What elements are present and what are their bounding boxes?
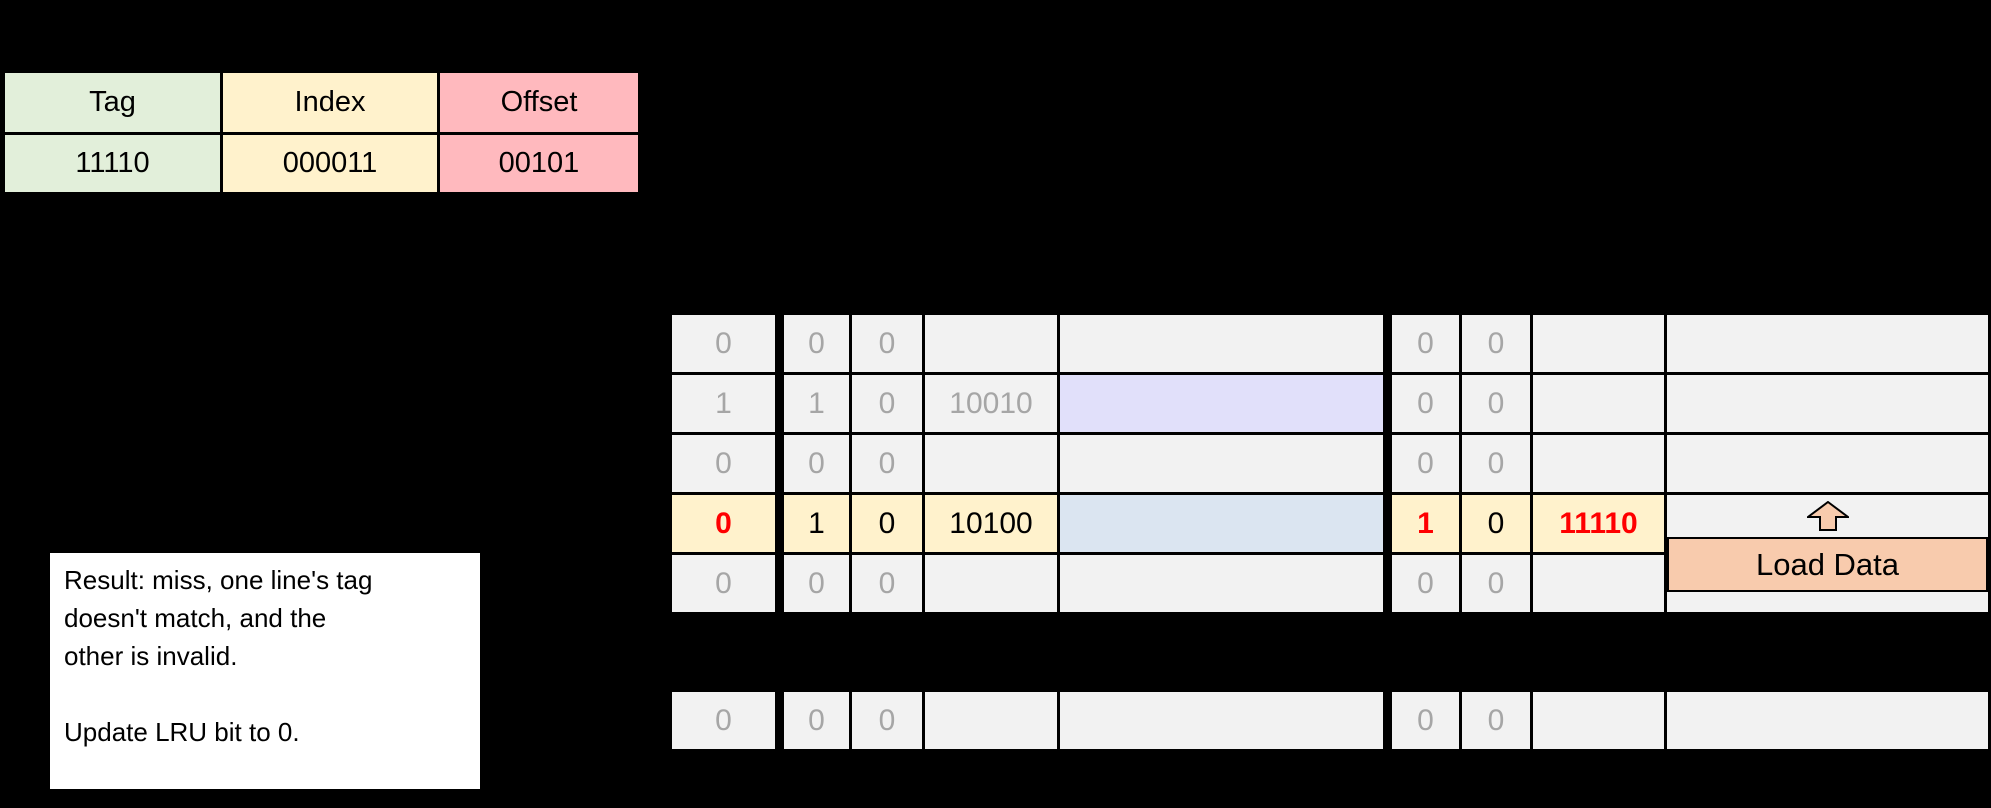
data-cell [1060,315,1383,372]
tag-cell [925,692,1057,749]
tag-cell: 10010 [925,375,1057,432]
dirty-bit-cell: 0 [852,375,922,432]
dirty-bit-cell: 0 [852,435,922,492]
tag-cell [1533,555,1664,612]
data-cell [1667,435,1988,492]
cache-table-last-set: 0 0 0 0 0 [672,692,1988,752]
result-note-box: Result: miss, one line's tag doesn't mat… [50,553,480,789]
tag-cell [1533,692,1664,749]
lru-bit-cell: 1 [672,375,775,432]
address-breakdown-table: Tag Index Offset 11110 000011 00101 [5,73,638,195]
data-cell [1060,555,1383,612]
valid-bit-cell: 0 [784,692,849,749]
lru-bit-cell: 0 [672,435,775,492]
load-data-button[interactable]: Load Data [1667,537,1988,592]
note-line [64,675,470,713]
valid-bit-cell: 0 [1392,375,1459,432]
valid-bit-cell: 0 [784,435,849,492]
lru-bit-cell: 0 [672,555,775,612]
data-cell [1060,692,1383,749]
offset-field-value: 00101 [440,135,638,192]
tag-field-value: 11110 [5,135,220,192]
cache-table: 0 0 0 0 0 1 1 0 10010 0 0 0 0 0 0 0 0 1 … [672,315,1988,615]
valid-bit-cell: 0 [1392,315,1459,372]
valid-bit-cell: 0 [1392,435,1459,492]
set-row-3-selected: 0 1 0 10100 1 0 11110 [672,495,1988,552]
dirty-bit-cell: 0 [852,555,922,612]
tag-cell [1533,435,1664,492]
tag-cell [925,435,1057,492]
note-line: Result: miss, one line's tag [64,565,373,595]
tag-cell [1533,315,1664,372]
valid-bit-cell: 0 [784,315,849,372]
note-line: other is invalid. [64,641,238,671]
set-row-1: 1 1 0 10010 0 0 [672,375,1988,432]
dirty-bit-cell: 0 [1462,555,1530,612]
dirty-bit-cell: 0 [1462,375,1530,432]
set-row-0: 0 0 0 0 0 [672,315,1988,372]
dirty-bit-cell: 0 [1462,692,1530,749]
lru-bit-cell: 0 [672,495,775,552]
tag-cell: 10100 [925,495,1057,552]
up-arrow-icon [1806,501,1849,531]
valid-bit-cell: 1 [1392,495,1459,552]
dirty-bit-cell: 0 [852,495,922,552]
valid-bit-cell: 1 [784,375,849,432]
index-field-value: 000011 [223,135,437,192]
data-cell [1060,375,1383,432]
lru-bit-cell: 0 [672,692,775,749]
note-line: Update LRU bit to 0. [64,717,300,747]
tag-cell [925,315,1057,372]
dirty-bit-cell: 0 [1462,495,1530,552]
tag-cell [1533,375,1664,432]
valid-bit-cell: 0 [784,555,849,612]
set-row-last: 0 0 0 0 0 [672,692,1988,749]
tag-cell: 11110 [1533,495,1664,552]
address-value-row: 11110 000011 00101 [5,135,638,192]
dirty-bit-cell: 0 [852,315,922,372]
dirty-bit-cell: 0 [852,692,922,749]
data-cell [1667,315,1988,372]
index-field-header: Index [223,73,437,132]
tag-field-header: Tag [5,73,220,132]
address-header-row: Tag Index Offset [5,73,638,132]
data-cell [1060,495,1383,552]
valid-bit-cell: 0 [1392,692,1459,749]
dirty-bit-cell: 0 [1462,315,1530,372]
set-row-2: 0 0 0 0 0 [672,435,1988,492]
lru-bit-cell: 0 [672,315,775,372]
offset-field-header: Offset [440,73,638,132]
data-cell [1667,692,1988,749]
valid-bit-cell: 0 [1392,555,1459,612]
note-line: doesn't match, and the [64,603,327,633]
tag-cell [925,555,1057,612]
data-cell [1667,375,1988,432]
dirty-bit-cell: 0 [1462,435,1530,492]
data-cell [1060,435,1383,492]
valid-bit-cell: 1 [784,495,849,552]
